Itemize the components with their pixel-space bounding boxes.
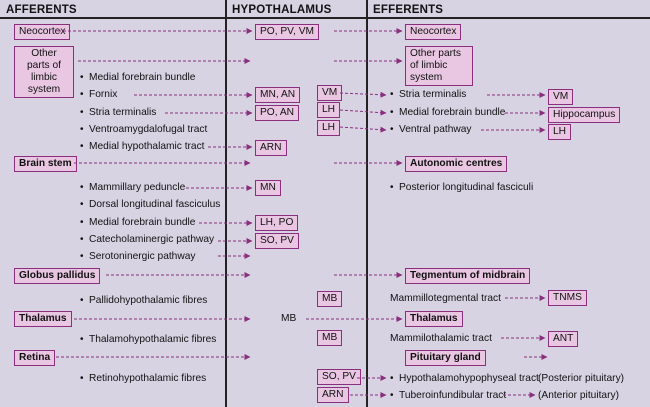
- efferent-stria-terminalis: Stria terminalis: [399, 89, 467, 100]
- efferents-header: EFFERENTS: [373, 4, 444, 16]
- bullet: •: [390, 89, 394, 100]
- hyp-arn-box-2: ARN: [317, 387, 349, 403]
- efferent-hippocampus-box: Hippocampus: [548, 107, 621, 123]
- bullet: •: [390, 390, 394, 401]
- bullet: •: [390, 124, 394, 135]
- column-divider-right: [366, 0, 368, 407]
- afferent-retina-box: Retina: [14, 350, 56, 366]
- bullet: •: [80, 107, 84, 118]
- afferent-medial-forebrain-bundle-2: Medial forebrain bundle: [89, 217, 196, 228]
- hyp-mb-box-1: MB: [317, 291, 343, 307]
- bullet: •: [80, 72, 84, 83]
- efferent-pituitary-gland-box: Pituitary gland: [405, 350, 486, 366]
- hyp-mb-box-2: MB: [317, 330, 343, 346]
- hyp-lh-box-1: LH: [317, 102, 341, 118]
- afferent-dorsal-longitudinal-fasciculus: Dorsal longitudinal fasciculus: [89, 199, 221, 210]
- hyp-po-pv-vm-box: PO, PV, VM: [255, 24, 319, 40]
- efferent-thalamus-box: Thalamus: [405, 311, 463, 327]
- afferent-retinohypothalamic-fibres: Retinohypothalamic fibres: [89, 373, 207, 384]
- afferent-catecholaminergic-pathway: Catecholaminergic pathway: [89, 234, 215, 245]
- hypothalamus-header: HYPOTHALAMUS: [232, 4, 332, 16]
- efferent-vm-box: VM: [548, 89, 574, 105]
- afferent-thalamohypothalamic-fibres: Thalamohypothalamic fibres: [89, 334, 217, 345]
- efferent-lh-box: LH: [548, 124, 572, 140]
- efferent-ventral-pathway: Ventral pathway: [399, 124, 472, 135]
- efferent-anterior-pituitary: (Anterior pituitary): [538, 390, 619, 401]
- afferent-serotoninergic-pathway: Serotoninergic pathway: [89, 251, 196, 262]
- bullet: •: [80, 251, 84, 262]
- efferent-autonomic-centres-box: Autonomic centres: [405, 156, 508, 172]
- bullet: •: [80, 199, 84, 210]
- bullet: •: [80, 234, 84, 245]
- efferent-tuberoinfundibular-tract: Tuberoinfundibular tract: [399, 390, 507, 401]
- bullet: •: [390, 373, 394, 384]
- hyp-vm-box: VM: [317, 85, 343, 101]
- efferent-ant-box: ANT: [548, 331, 579, 347]
- header-rule: [0, 17, 650, 19]
- afferent-pallidohypothalamic-fibres: Pallidohypothalamic fibres: [89, 295, 208, 306]
- bullet: •: [80, 124, 84, 135]
- bullet: •: [80, 141, 84, 152]
- hyp-so-pv-box-2: SO, PV: [317, 369, 361, 385]
- bullet: •: [390, 182, 394, 193]
- afferents-header: AFFERENTS: [6, 4, 77, 16]
- afferent-brain-stem-box: Brain stem: [14, 156, 77, 172]
- afferent-medial-forebrain-bundle: Medial forebrain bundle: [89, 72, 196, 83]
- bullet: •: [80, 217, 84, 228]
- hyp-lh-box-2: LH: [317, 120, 341, 136]
- efferent-neocortex-box: Neocortex: [405, 24, 462, 40]
- bullet: •: [80, 182, 84, 193]
- afferent-medial-hypothalamic-tract: Medial hypothalamic tract: [89, 141, 205, 152]
- afferent-mammillary-peduncle: Mammillary peduncle: [89, 182, 186, 193]
- efferent-tegmentum-box: Tegmentum of midbrain: [405, 268, 531, 284]
- efferent-limbic-box: Other parts of limbic system: [405, 46, 473, 86]
- efferent-posterior-pituitary: (Posterior pituitary): [538, 373, 625, 384]
- hyp-mn-box: MN: [255, 180, 281, 196]
- bullet: •: [390, 107, 394, 118]
- hyp-mb-label: MB: [281, 313, 297, 324]
- hyp-arn-box: ARN: [255, 140, 287, 156]
- hyp-mn-an-box: MN, AN: [255, 87, 301, 103]
- afferent-neocortex-box: Neocortex: [14, 24, 71, 40]
- bullet: •: [80, 89, 84, 100]
- afferent-fornix: Fornix: [89, 89, 118, 100]
- afferent-thalamus-box: Thalamus: [14, 311, 72, 327]
- bullet: •: [80, 334, 84, 345]
- efferent-tnms-box: TNMS: [548, 290, 587, 306]
- efferent-mammilothalamic-tract: Mammilothalamic tract: [390, 333, 492, 344]
- efferent-medial-forebrain-bundle: Medial forebrain bundle: [399, 107, 506, 118]
- hyp-po-an-box: PO, AN: [255, 105, 299, 121]
- afferent-limbic-box: Other parts of limbic system: [14, 46, 74, 98]
- hyp-lh-po-box: LH, PO: [255, 215, 299, 231]
- efferent-hypothalamohypophyseal-tract: Hypothalamohypophyseal tract: [399, 373, 539, 384]
- afferent-stria-terminalis: Stria terminalis: [89, 107, 157, 118]
- column-divider-left: [225, 0, 227, 407]
- efferent-mammillotegmental-tract: Mammillotegmental tract: [390, 293, 501, 304]
- efferent-posterior-longitudinal-fasciculi: Posterior longitudinal fasciculi: [399, 182, 534, 193]
- bullet: •: [80, 295, 84, 306]
- afferent-ventroamygdalofugal-tract: Ventroamygdalofugal tract: [89, 124, 208, 135]
- afferent-globus-pallidus-box: Globus pallidus: [14, 268, 101, 284]
- bullet: •: [80, 373, 84, 384]
- hyp-so-pv-box: SO, PV: [255, 233, 299, 249]
